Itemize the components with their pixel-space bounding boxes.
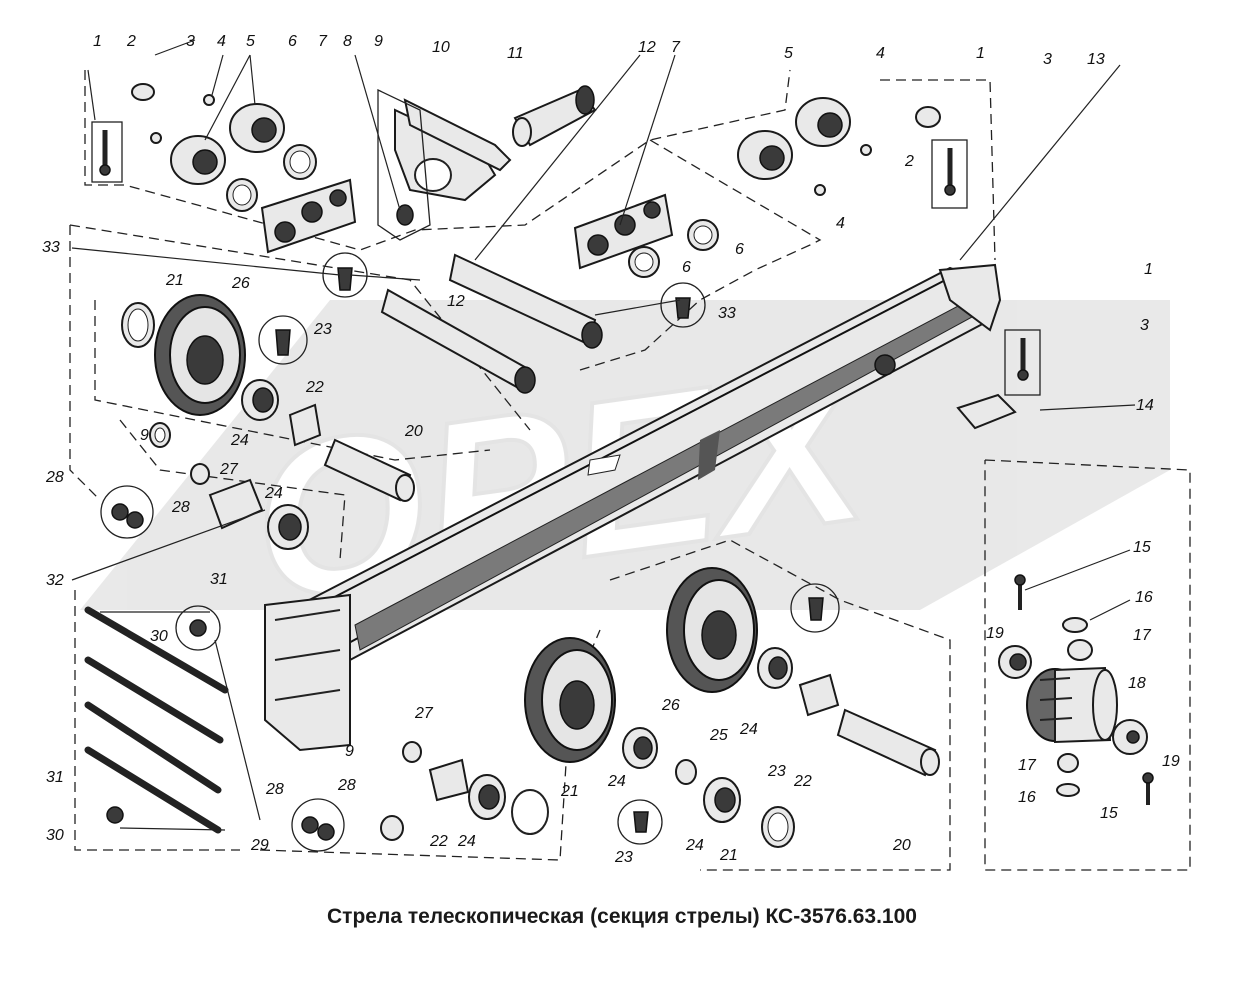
callout-24: 24 [685,837,704,854]
callout-19: 19 [1162,753,1180,770]
callout-7: 7 [318,33,328,50]
callout-30: 30 [150,628,168,645]
callout-15: 15 [1100,805,1118,822]
plate-7-left [260,178,357,254]
bearing-5-right [737,97,851,180]
diagram-caption: Стрела телескопическая (секция стрелы) К… [327,905,917,928]
callout-20: 20 [892,837,911,854]
callout-28: 28 [337,777,356,794]
hub-18 [1026,666,1118,744]
top-left-parts [87,69,597,254]
callout-29: 29 [250,837,269,854]
callout-22: 22 [793,773,812,790]
callout-21: 21 [719,847,738,864]
pin-11 [512,85,597,147]
callout-9: 9 [140,427,149,444]
callout-27: 27 [219,461,239,478]
pulley-26-left [154,294,246,416]
callout-1: 1 [976,45,985,62]
callout-12: 12 [638,39,656,56]
callout-22: 22 [429,833,448,850]
top-right-parts [573,97,1041,430]
bracket-10 [394,98,512,202]
bearing-5-left [170,103,285,185]
callout-4: 4 [836,215,845,232]
callout-labels: 1 2 3 4 5 6 7 8 9 10 11 12 7 5 4 1 3 13 … [42,33,1180,866]
pulley-assembly-left [100,294,415,550]
callout-16: 16 [1135,589,1153,606]
callout-2: 2 [904,153,914,170]
callout-18: 18 [1128,675,1146,692]
callout-17: 17 [1018,757,1037,774]
callout-22: 22 [305,379,324,396]
leader-lines [71,39,1136,831]
callout-16: 16 [1018,789,1036,806]
callout-4: 4 [217,33,226,50]
callout-28: 28 [265,781,284,798]
callout-33: 33 [718,305,736,322]
callout-19: 19 [986,625,1004,642]
pulley-26-bottom-left [524,637,616,763]
callout-31: 31 [210,571,228,588]
callout-14: 14 [1136,397,1154,414]
callout-24: 24 [739,721,758,738]
callout-28: 28 [171,499,190,516]
callout-28: 28 [45,469,64,486]
callout-3: 3 [1140,317,1149,334]
callout-4: 4 [876,45,885,62]
callout-23: 23 [614,849,633,866]
callout-23: 23 [313,321,332,338]
callout-3: 3 [186,33,195,50]
callout-9: 9 [345,743,354,760]
callout-24: 24 [230,432,249,449]
callout-27: 27 [414,705,434,722]
pin-20-left [323,438,415,502]
pin-20-bottom [836,708,940,777]
axle-12-group [322,252,706,394]
callout-7: 7 [671,39,681,56]
callout-26: 26 [231,275,250,292]
boom-section [264,263,1002,752]
callout-2: 2 [126,33,136,50]
callout-30: 30 [46,827,64,844]
hub-assembly-18 [998,574,1154,805]
callout-21: 21 [165,272,184,289]
callout-24: 24 [607,773,626,790]
callout-5: 5 [784,45,793,62]
callout-23: 23 [767,763,786,780]
pulley-assembly-bottom [291,567,940,852]
callout-11: 11 [507,45,524,62]
callout-24: 24 [264,485,283,502]
callout-9: 9 [374,33,383,50]
callout-17: 17 [1133,627,1152,644]
callout-15: 15 [1133,539,1151,556]
callout-3: 3 [1043,51,1052,68]
callout-6: 6 [682,259,691,276]
pulley-26-bottom-right [666,567,758,693]
callout-1: 1 [1144,261,1153,278]
callout-10: 10 [432,39,450,56]
callout-32: 32 [46,572,64,589]
callout-13: 13 [1087,51,1105,68]
callout-6: 6 [288,33,297,50]
callout-1: 1 [93,33,102,50]
callout-25: 25 [709,727,728,744]
callout-31: 31 [46,769,64,786]
callout-26: 26 [661,697,680,714]
callout-5: 5 [246,33,255,50]
plate-7-right [573,193,674,270]
callout-21: 21 [560,783,579,800]
callout-8: 8 [343,33,352,50]
callout-20: 20 [404,423,423,440]
callout-6: 6 [735,241,744,258]
rods-29 [84,605,229,834]
callout-33: 33 [42,239,60,256]
callout-24: 24 [457,833,476,850]
callout-12: 12 [447,293,465,310]
exploded-parts-diagram: OPEX [42,33,1191,871]
